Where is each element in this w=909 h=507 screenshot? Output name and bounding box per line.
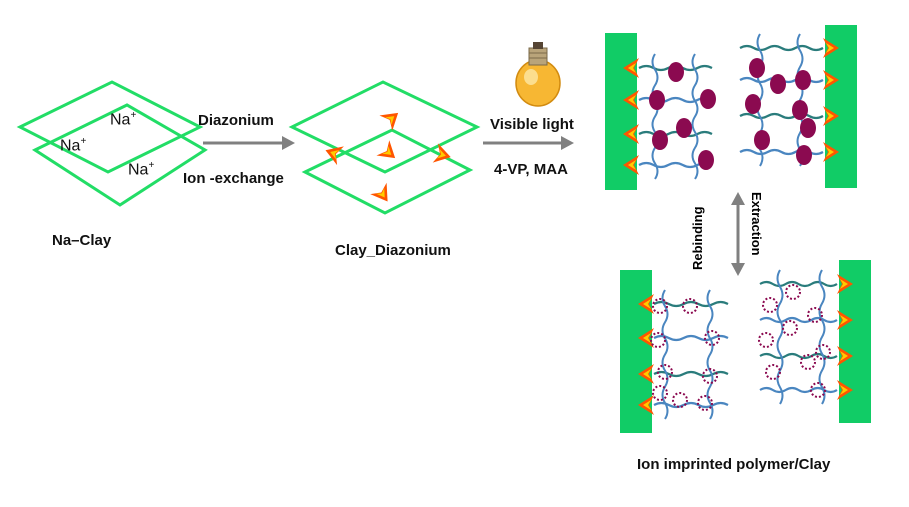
metal-ion-icon xyxy=(700,89,716,109)
metal-ion-icon xyxy=(796,145,812,165)
empty-cavity-icon xyxy=(815,344,831,360)
empty-cavity-icon xyxy=(807,307,823,323)
diazonium-chevron-icon xyxy=(638,328,654,348)
diazonium-chevron-icon xyxy=(837,310,853,330)
polymer-chain xyxy=(638,161,713,169)
clay-diazonium-label: Clay_Diazonium xyxy=(335,242,451,259)
crosslinker-chain xyxy=(706,289,714,420)
crosslinker-chain xyxy=(651,53,659,180)
polymer-chain xyxy=(759,280,838,288)
polymer-panel-imprinted-left xyxy=(620,270,729,433)
metal-ion-icon xyxy=(676,118,692,138)
empty-cavity-icon xyxy=(765,364,781,380)
diazonium-chevron-icon xyxy=(623,124,639,144)
metal-ion-icon xyxy=(749,58,765,78)
empty-cavity-icon xyxy=(810,382,826,398)
metal-ion-icon xyxy=(754,130,770,150)
empty-cavity-icon xyxy=(652,385,668,401)
diazonium-chevron-icon xyxy=(623,58,639,78)
empty-cavity-icon xyxy=(800,354,816,370)
arrow-rebinding-extraction xyxy=(731,192,745,276)
diazonium-label: Diazonium xyxy=(198,112,274,129)
empty-cavity-icon xyxy=(702,368,718,384)
empty-cavity-icon xyxy=(650,332,666,348)
diazonium-chevron-icon xyxy=(370,182,388,202)
light-bulb-icon xyxy=(515,42,561,107)
polymer-panel-imprinted-right xyxy=(758,260,871,423)
arrow-visible-light xyxy=(483,136,574,150)
crosslinker-chain xyxy=(818,269,826,405)
diazonium-chevron-icon xyxy=(837,274,853,294)
na-ion-label-left: Na+ xyxy=(60,136,87,155)
polymer-panel-loaded-right xyxy=(739,25,857,188)
polymer-chain xyxy=(653,334,729,342)
diazonium-chevron-icon xyxy=(379,112,399,131)
empty-cavity-icon xyxy=(762,297,778,313)
monomers-label: 4-VP, MAA xyxy=(494,161,568,178)
metal-ion-icon xyxy=(792,100,808,120)
extraction-label: Extraction xyxy=(749,192,764,256)
diazonium-chevron-icon xyxy=(823,106,839,126)
polymer-panel-loaded-left xyxy=(605,33,716,190)
diazonium-chevron-icon xyxy=(432,143,451,163)
crosslinker-chain xyxy=(661,289,669,420)
metal-ion-icon xyxy=(770,74,786,94)
polymer-chain xyxy=(739,44,824,52)
diazonium-chevron-icon xyxy=(638,294,654,314)
na-clay-layers xyxy=(16,80,208,207)
metal-ion-icon xyxy=(698,150,714,170)
polymer-chain xyxy=(638,130,713,138)
metal-ion-icon xyxy=(652,130,668,150)
metal-ion-icon xyxy=(795,70,811,90)
empty-cavity-icon xyxy=(704,330,720,346)
empty-cavity-icon xyxy=(758,332,774,348)
diazonium-chevron-icon xyxy=(823,38,839,58)
empty-cavity-icon xyxy=(782,320,798,336)
arrow-diazonium xyxy=(203,136,295,150)
metal-ion-icon xyxy=(649,90,665,110)
visible-light-label: Visible light xyxy=(490,116,574,133)
diazonium-chevron-icon xyxy=(837,346,853,366)
diazonium-chevron-icon xyxy=(325,146,344,166)
empty-cavity-icon xyxy=(672,392,688,408)
diazonium-chevron-icon xyxy=(638,395,654,415)
metal-ion-icon xyxy=(668,62,684,82)
metal-ion-icon xyxy=(800,118,816,138)
metal-ion-icon xyxy=(745,94,761,114)
empty-cavity-icon xyxy=(785,284,801,300)
polymer-chain xyxy=(759,352,838,360)
diazonium-chevron-icon xyxy=(823,70,839,90)
diazonium-chevrons xyxy=(325,112,451,202)
na-ion-label-top: Na+ xyxy=(110,110,137,129)
rebinding-label: Rebinding xyxy=(690,206,705,270)
crosslinker-chain xyxy=(691,53,699,180)
diazonium-chevron-icon xyxy=(623,90,639,110)
empty-cavity-icon xyxy=(657,364,673,380)
polymer-chain xyxy=(759,316,838,324)
ion-imprinted-polymer-label: Ion imprinted polymer/Clay xyxy=(637,456,831,473)
empty-cavity-icon xyxy=(652,298,668,314)
diazonium-chevron-icon xyxy=(823,142,839,162)
empty-cavity-icon xyxy=(697,395,713,411)
polymer-chain xyxy=(653,370,729,378)
diazonium-chevron-icon xyxy=(638,364,654,384)
diazonium-chevron-icon xyxy=(837,380,853,400)
clay-diazonium-layers xyxy=(288,80,481,215)
polymer-chain xyxy=(653,401,729,409)
ion-exchange-label: Ion -exchange xyxy=(183,170,284,187)
empty-cavity-icon xyxy=(682,298,698,314)
polymer-chain xyxy=(739,112,824,120)
diazonium-chevron-icon xyxy=(623,155,639,175)
na-ion-label-bottom: Na+ xyxy=(128,160,155,179)
crosslinker-chain xyxy=(776,269,784,405)
diazonium-chevron-icon xyxy=(376,140,396,159)
na-clay-label: Na–Clay xyxy=(52,232,112,249)
